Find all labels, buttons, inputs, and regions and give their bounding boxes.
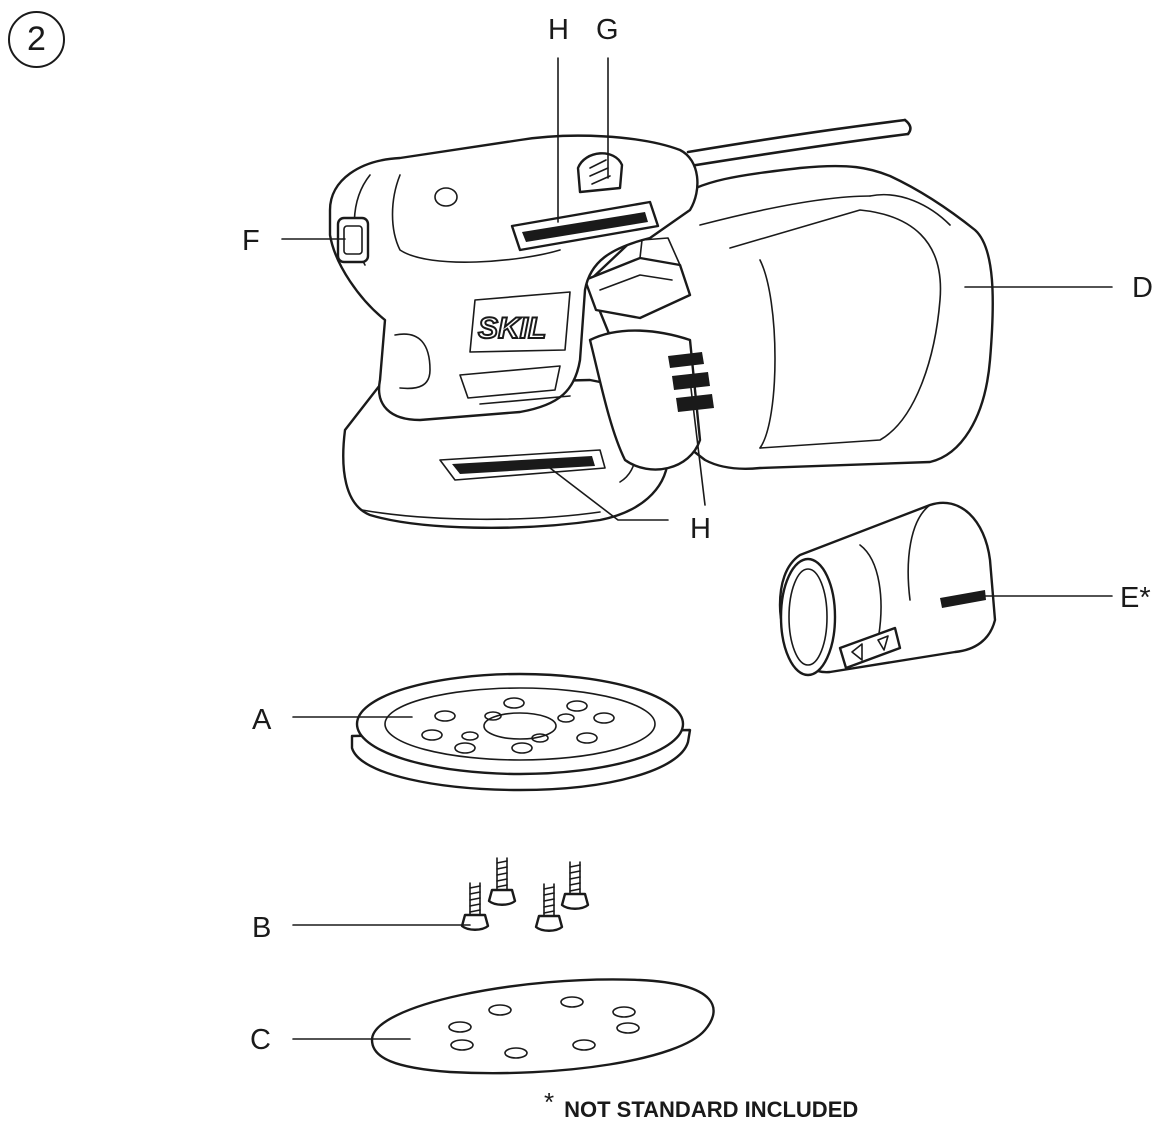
footnote-symbol: * [544,1087,555,1117]
screw-2 [487,857,517,906]
backing-pad-holes [421,697,615,754]
sanding-disc [370,978,715,1075]
footnote: * NOT STANDARD INCLUDED [544,1087,859,1124]
label-b: B [252,912,272,944]
brand-logo: SKIL [478,312,546,345]
power-cord [686,118,912,168]
screw-4 [560,861,590,910]
label-c: C [250,1024,271,1056]
label-h-top: H [548,14,569,46]
label-f: F [242,225,260,257]
screw-1 [460,882,490,931]
label-g: G [596,14,619,46]
screws [460,857,590,932]
label-e: E* [1120,582,1151,614]
label-h-bottom: H [690,513,711,545]
leader-h-bottom-2 [689,379,706,506]
figure-number-badge: 2 [8,11,65,68]
sander-body: SKIL [328,134,714,529]
leader-h-bottom-1 [549,467,669,521]
dust-adapter [778,501,997,677]
label-d: D [1132,272,1153,304]
label-a: A [252,704,272,736]
leader-lines [281,57,1113,1040]
footnote-text: NOT STANDARD INCLUDED [564,1097,859,1122]
sanding-disc-holes [448,996,640,1059]
screw-3 [534,883,564,932]
backing-pad [350,672,692,792]
